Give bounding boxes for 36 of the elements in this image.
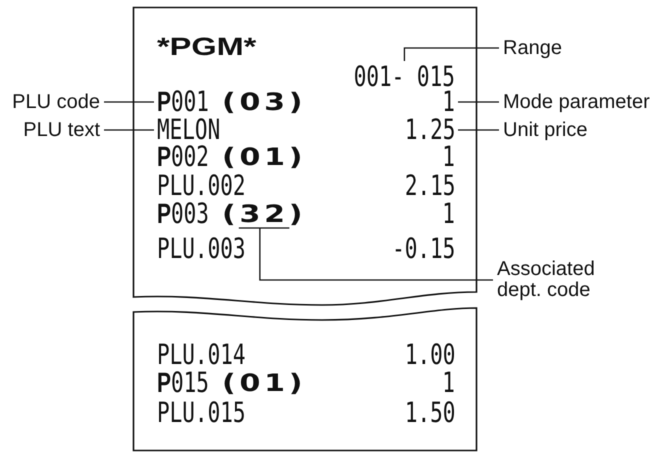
callout-label: PLU code [12,92,100,112]
dept-code: (01) [222,371,306,395]
leader-line [404,47,499,61]
price-value: 1.25 [404,116,455,144]
mode-value: 1 [442,143,455,171]
price-value: 1.00 [404,341,455,369]
plu-number: P003 [157,200,209,228]
mode-value: 1 [442,369,455,397]
receipt-title: *PGM* [157,34,256,60]
callout-label: Unit price [503,120,588,140]
leader-line [458,129,499,131]
leader-line [238,227,494,281]
mode-value: 1 [442,88,455,116]
range-value: 001- 015 [354,63,455,91]
dept-code: (01) [222,145,306,169]
callout-label: PLU text [23,120,100,140]
mode-value: 1 [442,200,455,228]
plu-number: P001 [157,88,209,116]
leader-line [104,101,154,103]
leader-line [458,101,499,103]
plu-number: P002 [157,143,209,171]
price-value: 2.15 [404,172,455,200]
callout-label: Mode parameter [503,92,650,112]
item-text: PLU.014 [157,341,246,369]
callout-label: Range [503,38,562,58]
price-value: 1.50 [404,399,455,427]
item-text: PLU.003 [157,235,246,263]
dept-code: (32) [222,202,306,226]
item-text: PLU.002 [157,172,246,200]
item-text: PLU.015 [157,399,246,427]
price-value: -0.15 [392,235,455,263]
dept-code: (03) [222,90,306,114]
leader-line [104,129,154,131]
plu-number: P015 [157,369,209,397]
callout-label: Associated dept. code [497,259,609,301]
item-text: MELON [157,116,220,144]
